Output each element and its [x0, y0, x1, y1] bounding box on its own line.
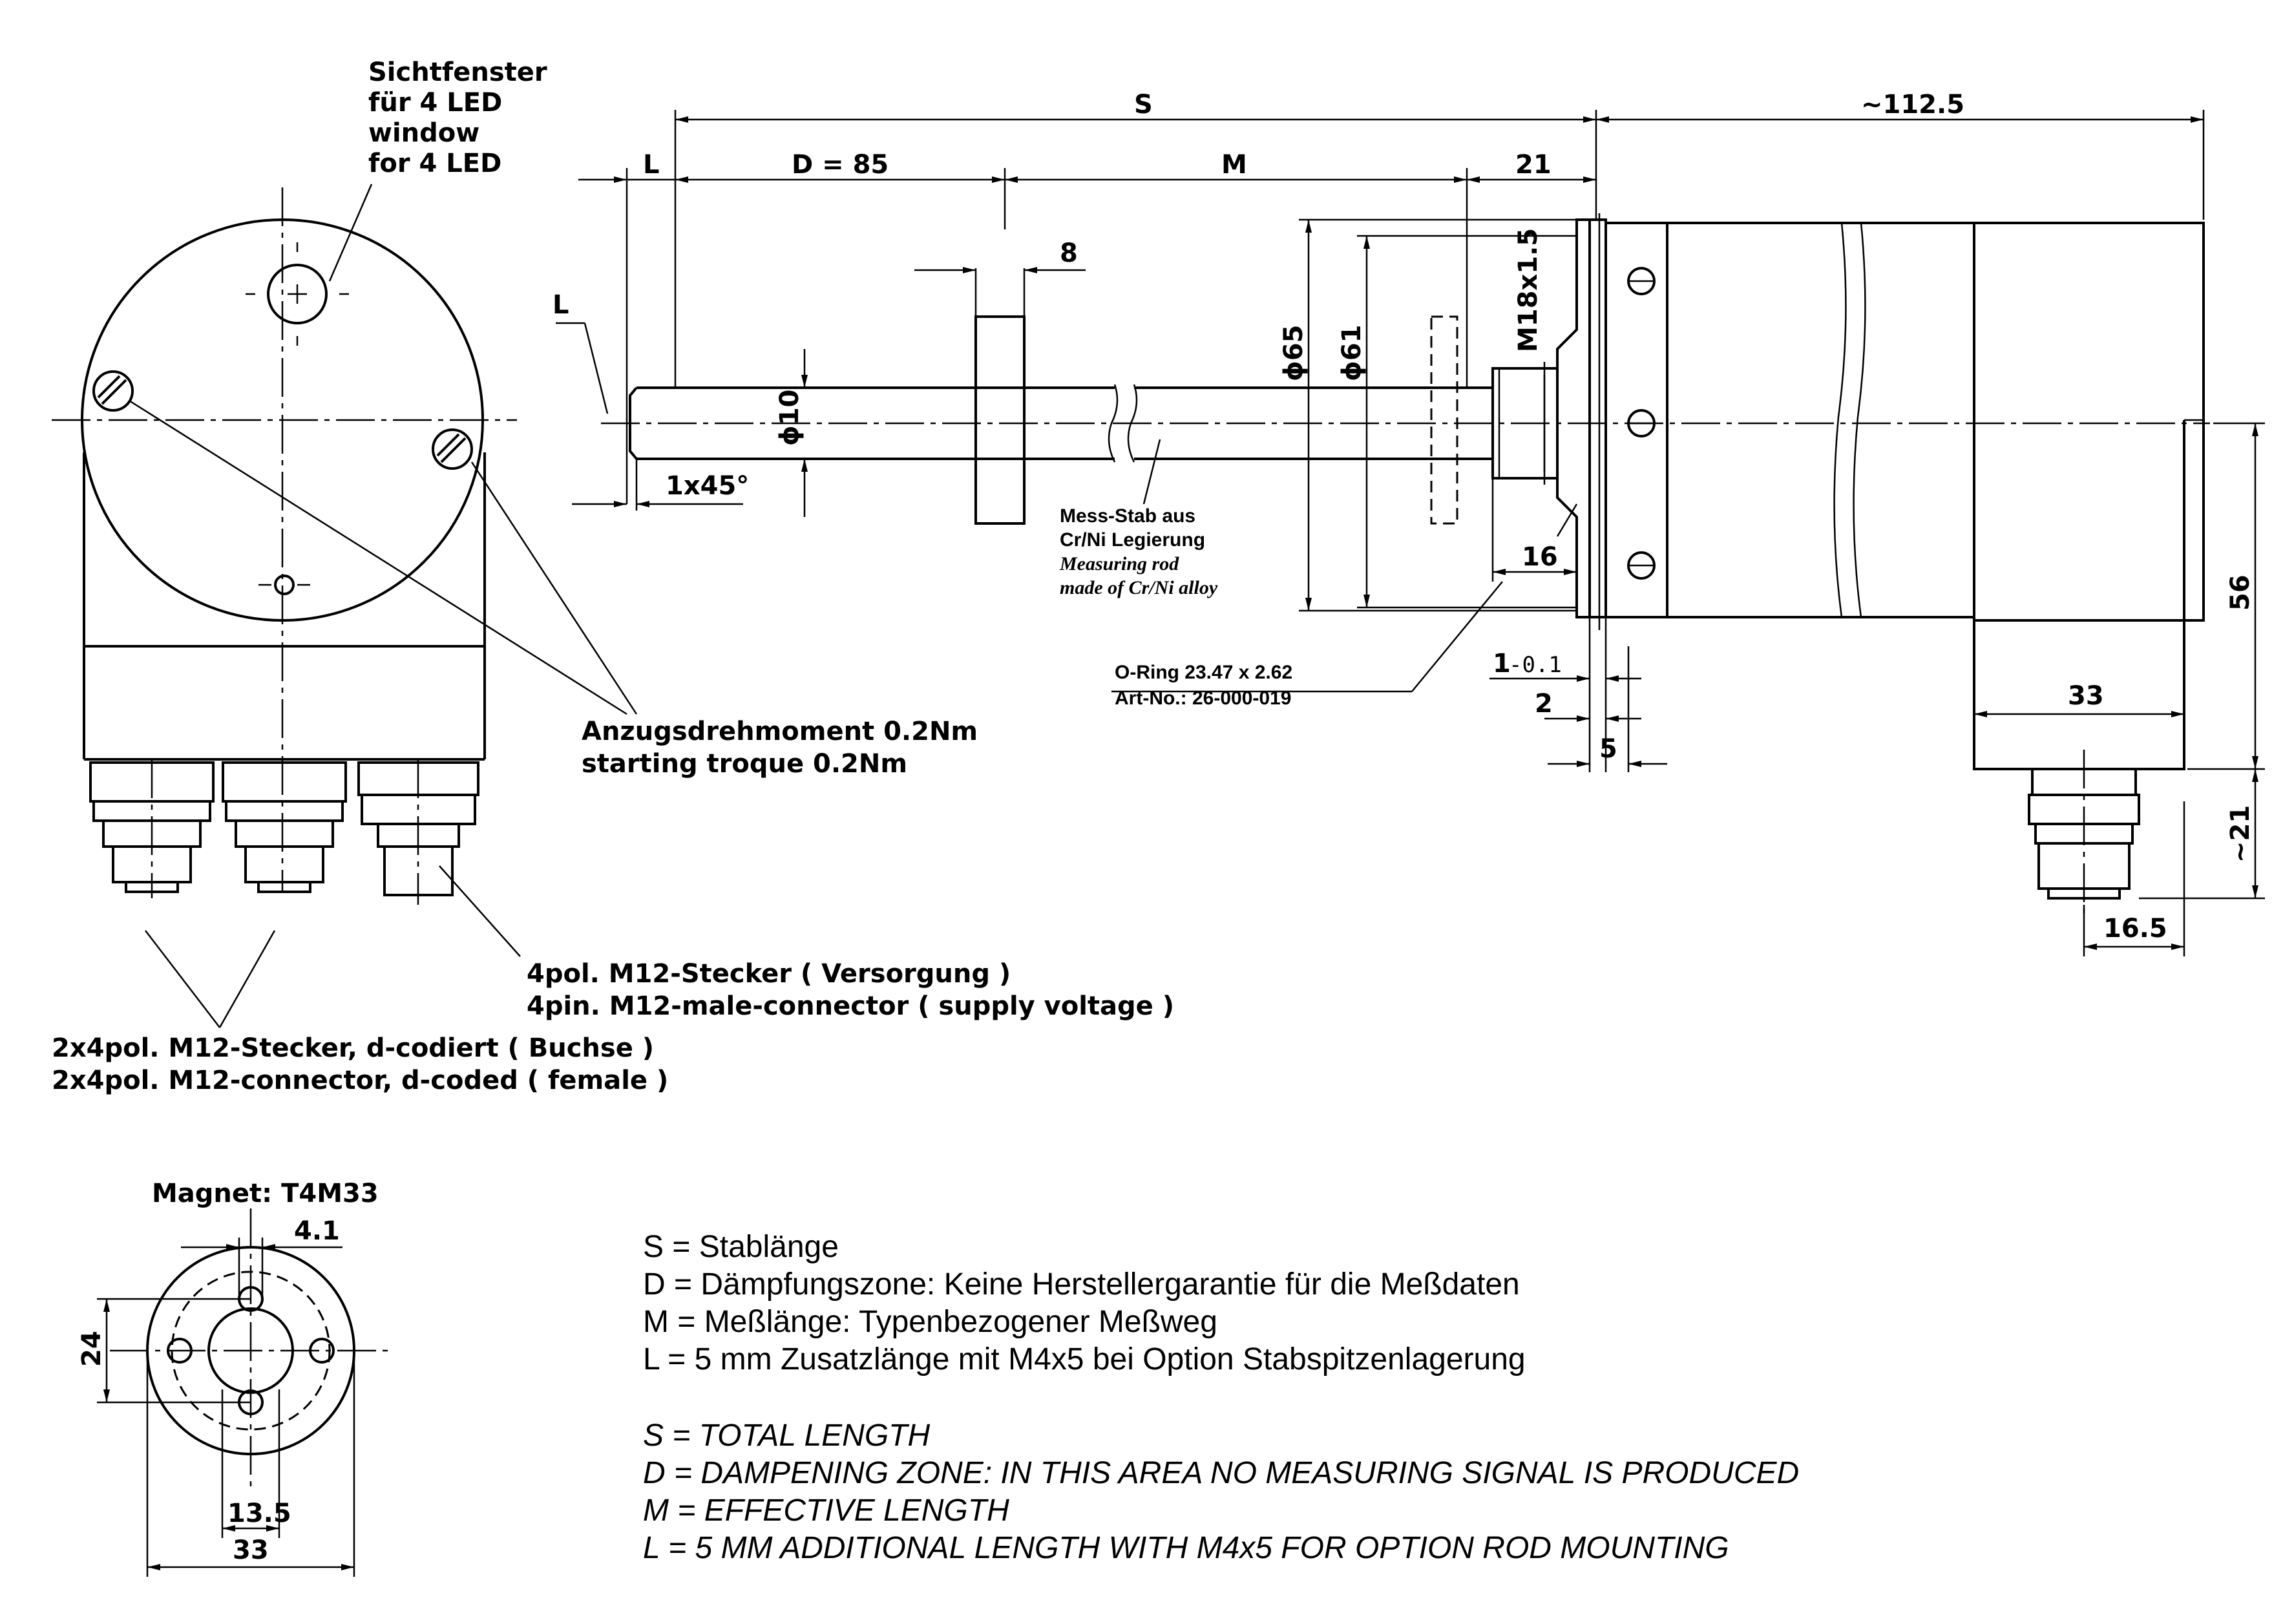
led-window-label-de2: für 4 LED: [368, 88, 502, 118]
oring-label-2: Art-No.: 26-000-019: [1115, 688, 1291, 709]
screw-icon: [432, 428, 473, 470]
dim-chamfer: 1x45°: [666, 471, 749, 501]
magnet-view: Magnet: T4M33 4.1 24 13.5 33: [77, 1179, 388, 1577]
legend-en-l: L = 5 MM ADDITIONAL LENGTH WITH M4x5 FOR…: [643, 1531, 1729, 1565]
bus-connector-label-de: 2x4pol. M12-Stecker, d-codiert ( Buchse …: [52, 1033, 654, 1063]
dim-l-tip: L: [552, 290, 569, 320]
dim-16: 16: [1522, 542, 1558, 572]
legend-en-s: S = TOTAL LENGTH: [643, 1418, 930, 1453]
side-view: S ~112.5 L D = 85 M 21 ϕ10 8: [552, 90, 2265, 956]
rod-note-de1: Mess-Stab aus: [1060, 505, 1195, 527]
led-window-icon: [267, 264, 328, 324]
dim-thread: M18x1.5: [1513, 228, 1543, 352]
rod-note-en1: Measuring rod: [1059, 553, 1179, 575]
dim-21-side: ~21: [2226, 805, 2255, 863]
dim-16-5: 16.5: [2103, 914, 2167, 944]
dim-21: 21: [1515, 150, 1552, 180]
dim-l-top: L: [643, 150, 660, 180]
screw-icon: [92, 370, 134, 412]
float-magnet: 8: [914, 238, 1086, 525]
legend: S = Stablänge D = Dämpfungszone: Keine H…: [643, 1230, 1799, 1565]
dim-5: 5: [1599, 734, 1617, 764]
dim-8: 8: [1060, 238, 1078, 268]
connector-bus-1: [89, 759, 215, 898]
encoder-housing: [1605, 222, 2205, 918]
led-window-label-en: window: [368, 118, 479, 148]
connector-bus-2: [222, 761, 347, 893]
magnet-dim-33: 33: [233, 1535, 269, 1565]
magnet-dim-13-5: 13.5: [227, 1499, 291, 1528]
legend-de-s: S = Stablänge: [643, 1230, 839, 1264]
dim-2: 2: [1535, 689, 1553, 719]
rod-note-en2: made of Cr/Ni alloy: [1060, 577, 1218, 598]
dim-33: 33: [2068, 681, 2104, 711]
connector-supply: [357, 759, 479, 905]
dim-phi61: ϕ61: [1337, 324, 1367, 381]
dim-1: 1: [1493, 649, 1511, 679]
oring-label-1: O-Ring 23.47 x 2.62: [1115, 662, 1292, 683]
dim-phi10: ϕ10: [775, 389, 805, 446]
torque-label-de: Anzugsdrehmoment 0.2Nm: [582, 717, 978, 746]
dim-s: S: [1134, 90, 1153, 120]
legend-de-m: M = Meßlänge: Typenbezogener Meßweg: [643, 1305, 1217, 1339]
rod-note-de2: Cr/Ni Legierung: [1060, 529, 1205, 551]
legend-de-d: D = Dämpfungszone: Keine Herstellergaran…: [643, 1267, 1520, 1302]
magnet-dim-24: 24: [77, 1331, 107, 1367]
torque-label-en: starting troque 0.2Nm: [582, 749, 907, 779]
thread-m18: M18x1.5: [1491, 228, 1559, 485]
led-window-label-de: Sichtfenster: [368, 58, 547, 87]
supply-connector-label-en: 4pin. M12-male-connector ( supply voltag…: [527, 991, 1174, 1021]
dim-phi65: ϕ65: [1279, 324, 1309, 381]
magnet-title: Magnet: T4M33: [152, 1179, 379, 1208]
dim-1-tol: -0.1: [1509, 652, 1562, 678]
dim-m: M: [1221, 150, 1247, 180]
magnet-dim-4-1: 4.1: [294, 1216, 340, 1246]
led-window-label-en2: for 4 LED: [368, 149, 501, 178]
flange: [1556, 213, 1607, 630]
dim-d: D = 85: [792, 150, 889, 180]
bus-connector-label-en: 2x4pol. M12-connector, d-coded ( female …: [52, 1066, 668, 1095]
legend-en-m: M = EFFECTIVE LENGTH: [643, 1493, 1009, 1528]
legend-de-l: L = 5 mm Zusatzlänge mit M4x5 bei Option…: [643, 1342, 1526, 1376]
legend-en-d: D = DAMPENING ZONE: IN THIS AREA NO MEAS…: [643, 1456, 1799, 1490]
dim-56: 56: [2226, 575, 2255, 611]
dim-total: ~112.5: [1861, 90, 1964, 120]
measuring-rod: ϕ10: [629, 349, 1493, 517]
supply-connector-label-de: 4pol. M12-Stecker ( Versorgung ): [527, 959, 1011, 989]
front-view: Sichtfenster für 4 LED window for 4 LED …: [52, 58, 1174, 1095]
